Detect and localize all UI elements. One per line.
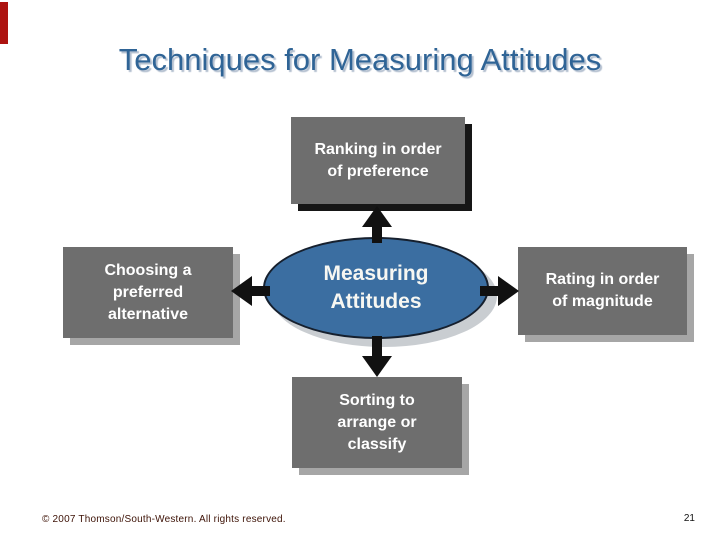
center-node-measuring-attitudes: Measuring Attitudes	[263, 237, 489, 339]
node-label-line: of magnitude	[552, 293, 653, 310]
node-label-line: of preference	[327, 162, 429, 180]
slide-page-number: 21	[683, 513, 695, 524]
node-rating: Rating in order of magnitude	[518, 247, 687, 335]
node-label-line: Choosing a	[104, 261, 192, 279]
node-ranking: Ranking in order of preference	[291, 117, 465, 204]
node-label-line: classify	[347, 435, 407, 453]
node-label-line: arrange or	[337, 413, 417, 431]
node-sorting: Sorting to arrange or classify	[292, 377, 462, 468]
accent-bar	[0, 2, 8, 44]
page-title: Techniques for Measuring Attitudes	[118, 42, 602, 77]
left-arrow-icon	[230, 272, 270, 310]
center-label-line: Attitudes	[330, 290, 422, 313]
node-label-line: Sorting to	[339, 391, 415, 409]
node-choosing: Choosing a preferred alternative	[63, 247, 233, 338]
node-label-line: preferred	[112, 283, 184, 301]
down-arrow-icon	[358, 336, 396, 378]
up-arrow-icon	[358, 205, 396, 243]
node-label-line: alternative	[107, 305, 189, 323]
copyright-footer: © 2007 Thomson/South-Western. All rights…	[42, 514, 286, 525]
right-arrow-icon	[480, 272, 520, 310]
node-label-line: Rating in order	[545, 271, 660, 288]
node-label-line: Ranking in order	[314, 140, 442, 158]
center-label-line: Measuring	[323, 262, 429, 285]
